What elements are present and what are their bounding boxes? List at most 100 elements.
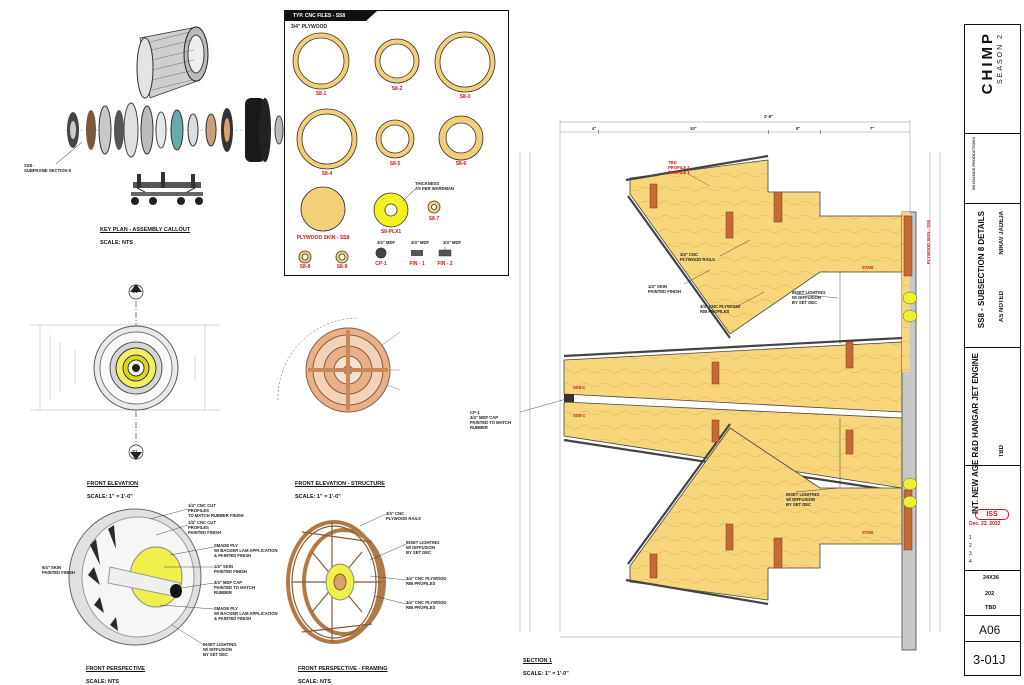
front-perspective-framing-drawing <box>286 520 386 644</box>
part-label-s8-4: S8-4 <box>321 171 333 177</box>
left-skin-note: 5/4" SKIN PAINTED FINISH <box>42 565 75 575</box>
front-perspective-framing-scale: SCALE: NTS <box>298 678 331 685</box>
callout-leader <box>55 141 83 165</box>
perspective-note-7: INSET LIGHTING W/ DIFFUSION BY SET DEC <box>203 642 237 657</box>
part-label-s8-9: S8-9 <box>336 264 348 270</box>
framing-note-3: 3/4" CNC PLYWOOD RIB PROFILES <box>406 576 447 586</box>
dim-1: 4" <box>592 126 597 131</box>
engine-exploded-assembly <box>65 98 295 162</box>
engine-assembled-render <box>136 26 209 99</box>
perspective-note-2: 1/4" CNC CUT PROFILES PAINTED FINISH <box>188 520 221 535</box>
fin-note-3: 3/4" MDF <box>443 240 462 245</box>
part-label-s8-5: S8-5 <box>389 161 401 167</box>
set-number: 202 <box>985 591 995 597</box>
iss-stamp: ISS <box>975 509 1009 520</box>
season-label: SEASON 2 <box>997 33 1004 85</box>
section-note-rails: 3/4" CNC PLYWOOD RAILS <box>680 252 715 262</box>
section-label-stab-top: STAB <box>862 265 874 270</box>
section-note-lighting-top: INSET LIGHTING W/ DIFFUSION BY SET DEC <box>792 290 826 305</box>
fin-note-1: 3/4" MDF <box>377 240 396 245</box>
front-elevation-drawing <box>30 284 220 460</box>
dim-overall: 2'-9" <box>764 114 774 119</box>
part-label-s8-plx1: S8-PLX1 <box>380 229 402 235</box>
sheet-title: SS8 - SUBSECTION 8 DETAILS <box>977 211 986 329</box>
framing-leaders <box>359 513 407 605</box>
part-label-s8-3: S8-3 <box>459 94 471 100</box>
section-note-skin: 1/4" SKIN PAINTED FINISH <box>648 284 681 294</box>
episode-value: TBD <box>985 605 997 611</box>
set-name: INT. NEW AGE R&D HANGAR JET ENGINE <box>971 353 980 515</box>
front-perspective-scale: SCALE: NTS <box>86 678 119 685</box>
perspective-leaders <box>149 508 215 646</box>
part-label-s8-2: S8-2 <box>391 86 403 92</box>
issue-date: Dec. 23, 2022 <box>969 521 1001 527</box>
perspective-note-4: 1/4" SKIN PAINTED FINISH <box>214 564 247 574</box>
section-caption: SECTION 1 SCALE: 1" = 1'-0" <box>523 651 569 677</box>
section-label-stab-bottom: STAB <box>862 530 874 535</box>
key-plan-scale: SCALE: NTS <box>100 239 133 246</box>
perspective-note-3: SMADE PLY W/ BACKER LAM APPLICATION & PA… <box>214 543 278 558</box>
front-perspective-caption: FRONT PERSPECTIVE SCALE: NTS <box>86 659 145 685</box>
part-label-s8-7: S8-7 <box>428 216 440 222</box>
front-elevation-structure-scale: SCALE: 1" = 1'-0" <box>295 493 341 500</box>
perspective-note-1: 1/4" CNC CUT PROFILES TO MATCH RUBBER FI… <box>188 503 244 518</box>
section-label-profiles: TBD PROFILE 2 PROFILE 1 <box>668 160 690 175</box>
chimp-logo: CHIMP <box>979 31 996 95</box>
framing-note-2: INSET LIGHTING W/ DIFFUSION BY SET DEC <box>406 540 440 555</box>
part-label-fin-2: FIN - 2 <box>437 261 453 267</box>
front-perspective-title: FRONT PERSPECTIVE <box>86 665 145 672</box>
section-label-ss8c-upper: SS8-C <box>573 385 586 390</box>
cnc-panel-header: TYP. CNC FILES - SS8 <box>285 11 377 21</box>
revision-4: 4 <box>969 559 972 565</box>
framing-note-1: 3/4" CNC PLYWOOD RAILS <box>386 511 421 521</box>
title-block: CHIMP SEASON 2 SKYDANCE PRODUCTIONS SS8 … <box>964 24 1021 676</box>
company-name: SKYDANCE PRODUCTIONS <box>971 137 976 191</box>
revision-1: 1 <box>969 535 972 541</box>
key-plan-title: KEY PLAN - ASSEMBLY CALLOUT <box>100 226 191 233</box>
sheet-number: A06 <box>979 623 1001 637</box>
revision-3: 3 <box>969 551 972 557</box>
drawn-by: NIRAV JADEJA <box>999 211 1005 255</box>
section-note-ribs: 3/4" CNC PLYWOOD RIB PROFILES <box>700 304 741 314</box>
front-elevation-structure-drawing <box>277 317 401 413</box>
dim-3: 8" <box>796 126 801 131</box>
location-value: TBD <box>999 445 1005 458</box>
sheet-size: 24X36 <box>983 575 999 581</box>
key-plan-caption: KEY PLAN - ASSEMBLY CALLOUT SCALE: NTS <box>100 220 190 246</box>
front-elevation-structure-title: FRONT ELEVATION - STRUCTURE <box>295 480 385 487</box>
cnc-files-panel: TYP. CNC FILES - SS8 3/4" PLYWOOD S8-1 S… <box>284 10 509 276</box>
scale-value: AS NOTED <box>999 291 1005 323</box>
part-label-cp-1: CP-1 <box>375 261 387 267</box>
section-tag-bottom: S1 <box>132 449 138 454</box>
part-label-fin-1: FIN - 1 <box>409 261 425 267</box>
cnc-material-label: 3/4" PLYWOOD <box>291 24 328 30</box>
part-label-s8-8: S8-8 <box>299 264 311 270</box>
front-perspective-framing-title: FRONT PERSPECTIVE - FRAMING <box>298 665 388 672</box>
framing-note-4: 3/4" CNC PLYWOOD RIB PROFILES <box>406 600 447 610</box>
part-label-s8-1: S8-1 <box>315 91 327 97</box>
front-elevation-caption: FRONT ELEVATION SCALE: 1" = 1'-0" <box>87 474 138 500</box>
section-note-cap: CP-1 3/4" MDF CAP PAINTED TO MATCH RUBBE… <box>470 410 511 430</box>
perspective-note-5: 3/4" MDF CAP PAINTED TO MATCH RUBBER <box>214 580 255 595</box>
perspective-note-6: SMADE PLY W/ BACKER LAM APPLICATION & PA… <box>214 606 278 621</box>
part-label-s8-6: S8-6 <box>455 161 467 167</box>
section-scale: SCALE: 1" = 1'-0" <box>523 670 569 677</box>
section-tag-top: S1 <box>132 289 138 294</box>
revision-2: 2 <box>969 543 972 549</box>
section-note-lighting-bottom: INSET LIGHTING W/ DIFFUSION BY SET DEC <box>786 492 820 507</box>
section-title: SECTION 1 <box>523 657 553 664</box>
front-perspective-framing-caption: FRONT PERSPECTIVE - FRAMING SCALE: NTS <box>298 659 388 685</box>
page-number: 3-01J <box>973 652 1006 667</box>
dim-4: 7" <box>870 126 875 131</box>
front-elevation-structure-caption: FRONT ELEVATION - STRUCTURE SCALE: 1" = … <box>295 474 385 500</box>
fin-note-2: 3/4" MDF <box>411 240 430 245</box>
cnc-parts-drawing <box>292 31 496 264</box>
transport-cart-render <box>131 172 203 205</box>
front-elevation-scale: SCALE: 1" = 1'-0" <box>87 493 133 500</box>
plx-thickness-note: THICKNESS AS PER WARDMAN <box>415 181 455 191</box>
part-label-plywood-skin: PLYWOOD SKIN - SS8 <box>296 235 350 241</box>
section-1-drawing <box>519 120 941 651</box>
dim-2: 10" <box>690 126 697 131</box>
front-elevation-title: FRONT ELEVATION <box>87 480 139 487</box>
section-label-skin: PLYWOOD SKIN - SS8 <box>926 220 931 265</box>
